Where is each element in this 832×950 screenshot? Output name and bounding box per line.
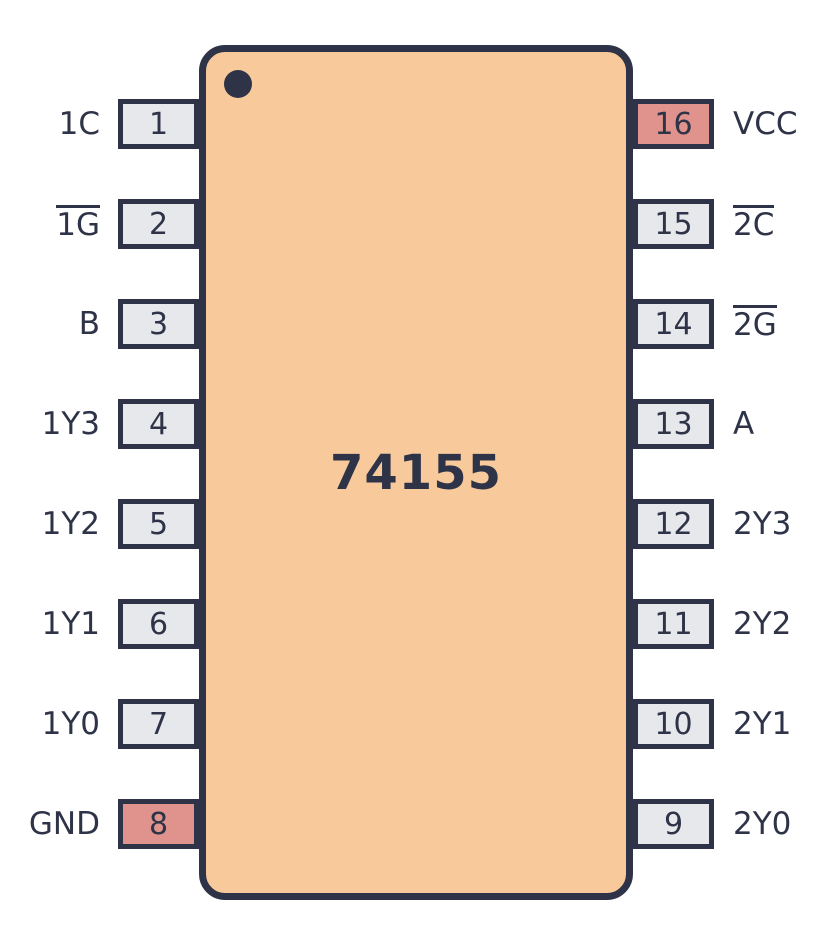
pin-box-9[interactable]: 9: [633, 799, 714, 849]
pin-label-7: 1Y0: [0, 699, 100, 749]
pin-box-10[interactable]: 10: [633, 699, 714, 749]
chip-part-number: 74155: [330, 444, 502, 501]
pin-label-text-11: 2Y2: [733, 606, 792, 642]
pin-box-6[interactable]: 6: [118, 599, 199, 649]
pin-label-14: 2G: [733, 299, 777, 349]
pin-label-text-4: 1Y3: [41, 406, 100, 442]
pin-label-text-10: 2Y1: [733, 706, 792, 742]
pin-box-16[interactable]: 16: [633, 99, 714, 149]
pin-label-text-14: 2G: [733, 305, 777, 343]
pin-box-1[interactable]: 1: [118, 99, 199, 149]
pin-label-15: 2C: [733, 199, 775, 249]
pin-label-3: B: [0, 299, 100, 349]
pin-label-16: VCC: [733, 99, 798, 149]
pin-label-text-9: 2Y0: [733, 806, 792, 842]
pin-box-13[interactable]: 13: [633, 399, 714, 449]
pin-label-8: GND: [0, 799, 100, 849]
pin-label-1: 1C: [0, 99, 100, 149]
pin-label-text-2: 1G: [56, 205, 100, 243]
pin-label-6: 1Y1: [0, 599, 100, 649]
pin-label-text-7: 1Y0: [41, 706, 100, 742]
pin-label-5: 1Y2: [0, 499, 100, 549]
pin-label-text-12: 2Y3: [733, 506, 792, 542]
pin-label-text-13: A: [733, 406, 755, 442]
pin-box-7[interactable]: 7: [118, 699, 199, 749]
pin-box-2[interactable]: 2: [118, 199, 199, 249]
pin-box-12[interactable]: 12: [633, 499, 714, 549]
pin-box-14[interactable]: 14: [633, 299, 714, 349]
pin-label-text-5: 1Y2: [41, 506, 100, 542]
pin-label-12: 2Y3: [733, 499, 791, 549]
pin-label-text-8: GND: [28, 806, 100, 842]
pin-label-13: A: [733, 399, 754, 449]
pin-label-2: 1G: [0, 199, 100, 249]
pin-label-text-16: VCC: [733, 106, 798, 142]
pin-box-4[interactable]: 4: [118, 399, 199, 449]
pin-label-text-6: 1Y1: [41, 606, 100, 642]
pin-label-11: 2Y2: [733, 599, 791, 649]
pin-label-text-3: B: [78, 306, 100, 342]
pin-label-text-1: 1C: [58, 106, 100, 142]
pin-box-3[interactable]: 3: [118, 299, 199, 349]
pin-label-10: 2Y1: [733, 699, 791, 749]
pin-box-11[interactable]: 11: [633, 599, 714, 649]
pin1-indicator-dot: [224, 70, 252, 98]
pin-box-15[interactable]: 15: [633, 199, 714, 249]
pin-label-4: 1Y3: [0, 399, 100, 449]
chip-body: 74155: [199, 45, 633, 900]
pin-box-8[interactable]: 8: [118, 799, 199, 849]
pin-label-text-15: 2C: [733, 205, 775, 243]
pin-box-5[interactable]: 5: [118, 499, 199, 549]
pin-label-9: 2Y0: [733, 799, 791, 849]
